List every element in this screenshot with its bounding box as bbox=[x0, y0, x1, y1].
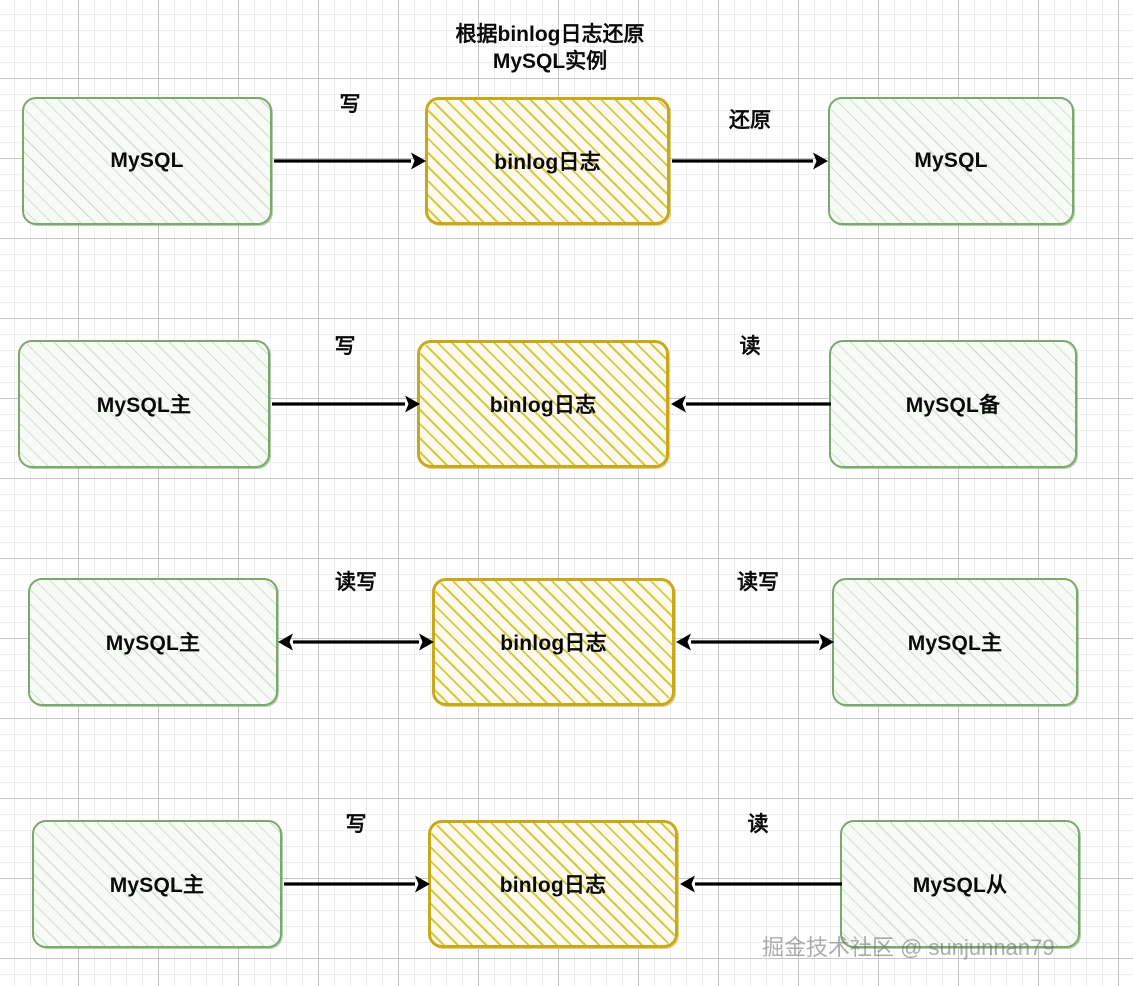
arrow-label-e2b: 读 bbox=[739, 335, 761, 358]
arrow-label-e3b: 读写 bbox=[737, 571, 779, 594]
node-label: binlog日志 bbox=[499, 874, 607, 897]
node-r4-right[interactable]: MySQL从 bbox=[840, 820, 1080, 948]
watermark: 掘金技术社区 @ sunjunnan79 bbox=[762, 935, 1055, 960]
node-r3-left[interactable]: MySQL主 bbox=[28, 578, 278, 706]
arrow-label-e1b: 还原 bbox=[729, 109, 771, 132]
node-r3-right[interactable]: MySQL主 bbox=[832, 578, 1078, 706]
node-label: MySQL bbox=[110, 149, 184, 172]
arrow-label-e4b: 读 bbox=[747, 813, 769, 836]
arrow-e1b bbox=[672, 148, 828, 174]
node-r1-right[interactable]: MySQL bbox=[828, 97, 1074, 225]
arrow-label-e3a: 读写 bbox=[335, 571, 377, 594]
arrow-label-e2a: 写 bbox=[334, 335, 356, 358]
node-label: binlog日志 bbox=[489, 394, 597, 417]
arrow-e2a bbox=[272, 391, 420, 417]
arrow-label-e1a: 写 bbox=[339, 93, 361, 116]
arrow-e4b bbox=[680, 871, 842, 897]
node-r2-right[interactable]: MySQL备 bbox=[829, 340, 1077, 468]
node-label: MySQL主 bbox=[96, 394, 192, 417]
node-label: MySQL主 bbox=[109, 874, 205, 897]
node-label: MySQL从 bbox=[912, 874, 1008, 897]
node-r2-center[interactable]: binlog日志 bbox=[417, 340, 669, 468]
arrow-e3a bbox=[278, 629, 434, 655]
arrow-e1a bbox=[274, 148, 426, 174]
node-r1-center[interactable]: binlog日志 bbox=[425, 97, 670, 225]
node-r3-center[interactable]: binlog日志 bbox=[432, 578, 675, 706]
node-r4-center[interactable]: binlog日志 bbox=[428, 820, 678, 948]
arrow-label-e4a: 写 bbox=[345, 813, 367, 836]
node-r4-left[interactable]: MySQL主 bbox=[32, 820, 282, 948]
node-r1-left[interactable]: MySQL bbox=[22, 97, 272, 225]
node-label: binlog日志 bbox=[494, 151, 601, 174]
node-label: MySQL备 bbox=[905, 394, 1001, 417]
node-label: binlog日志 bbox=[500, 632, 607, 655]
arrow-e2b bbox=[671, 391, 831, 417]
node-label: MySQL主 bbox=[105, 632, 201, 655]
arrow-e4a bbox=[284, 871, 430, 897]
node-label: MySQL bbox=[914, 149, 988, 172]
arrow-e3b bbox=[676, 629, 834, 655]
diagram-title: 根据binlog日志还原 MySQL实例 bbox=[455, 23, 645, 73]
node-label: MySQL主 bbox=[907, 632, 1003, 655]
node-r2-left[interactable]: MySQL主 bbox=[18, 340, 270, 468]
